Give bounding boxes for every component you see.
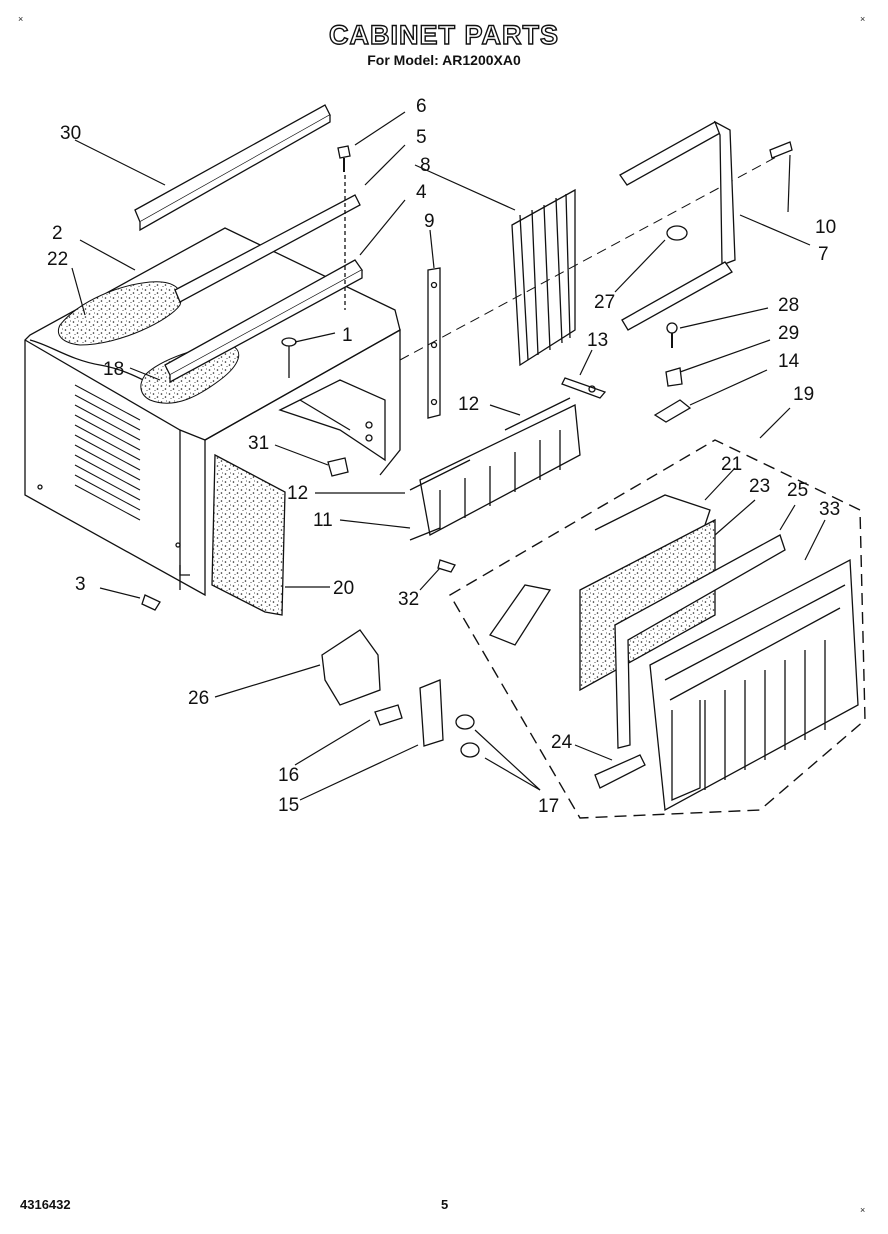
callout-24: 24 — [551, 732, 573, 753]
bracket-assembly — [409, 397, 581, 541]
callout-14: 14 — [778, 351, 800, 372]
leader-lines — [71, 111, 826, 801]
corner-mark-top-left: × — [18, 14, 24, 24]
vertical-strap — [427, 267, 441, 419]
callout-9: 9 — [424, 211, 435, 232]
callout-28: 28 — [778, 295, 800, 316]
callout-12-lower: 12 — [287, 483, 309, 504]
front-grille — [649, 558, 859, 812]
callout-17: 17 — [538, 796, 560, 817]
screws-top — [281, 145, 351, 378]
callout-10: 10 — [815, 217, 837, 238]
callout-20: 20 — [333, 578, 355, 599]
callout-18: 18 — [103, 359, 125, 380]
callout-16: 16 — [278, 765, 300, 786]
page-title: CABINET PARTS — [328, 19, 559, 50]
callout-32: 32 — [398, 589, 420, 610]
corner-mark-bottom-right: × — [860, 1205, 866, 1215]
callout-2: 2 — [52, 223, 63, 244]
callout-29: 29 — [778, 323, 800, 344]
corner-mark-top-right: × — [860, 14, 866, 24]
callout-23: 23 — [749, 476, 771, 497]
document-number: 4316432 — [20, 1197, 71, 1212]
callout-5: 5 — [416, 127, 427, 148]
callout-6: 6 — [416, 96, 427, 117]
callout-12-upper: 12 — [458, 394, 480, 415]
callout-4: 4 — [416, 182, 427, 203]
callout-7: 7 — [818, 244, 829, 265]
callout-25: 25 — [787, 480, 809, 501]
callout-22: 22 — [47, 249, 69, 270]
pleated-panel — [511, 188, 576, 367]
callout-26: 26 — [188, 688, 210, 709]
callout-8: 8 — [420, 155, 431, 176]
callout-21: 21 — [721, 454, 743, 475]
callout-1: 1 — [342, 325, 353, 346]
callout-3: 3 — [75, 574, 86, 595]
callout-27: 27 — [594, 292, 616, 313]
model-subtitle: For Model: AR1200XA0 — [367, 52, 521, 68]
callout-11: 11 — [313, 510, 333, 531]
callout-15: 15 — [278, 795, 300, 816]
callout-31: 31 — [248, 433, 270, 454]
page-number: 5 — [441, 1197, 449, 1212]
side-frame — [619, 120, 736, 331]
callout-30: 30 — [60, 123, 82, 144]
callout-13: 13 — [587, 330, 609, 351]
callout-19: 19 — [793, 384, 815, 405]
top-rails — [134, 104, 363, 384]
callout-33: 33 — [819, 499, 841, 520]
